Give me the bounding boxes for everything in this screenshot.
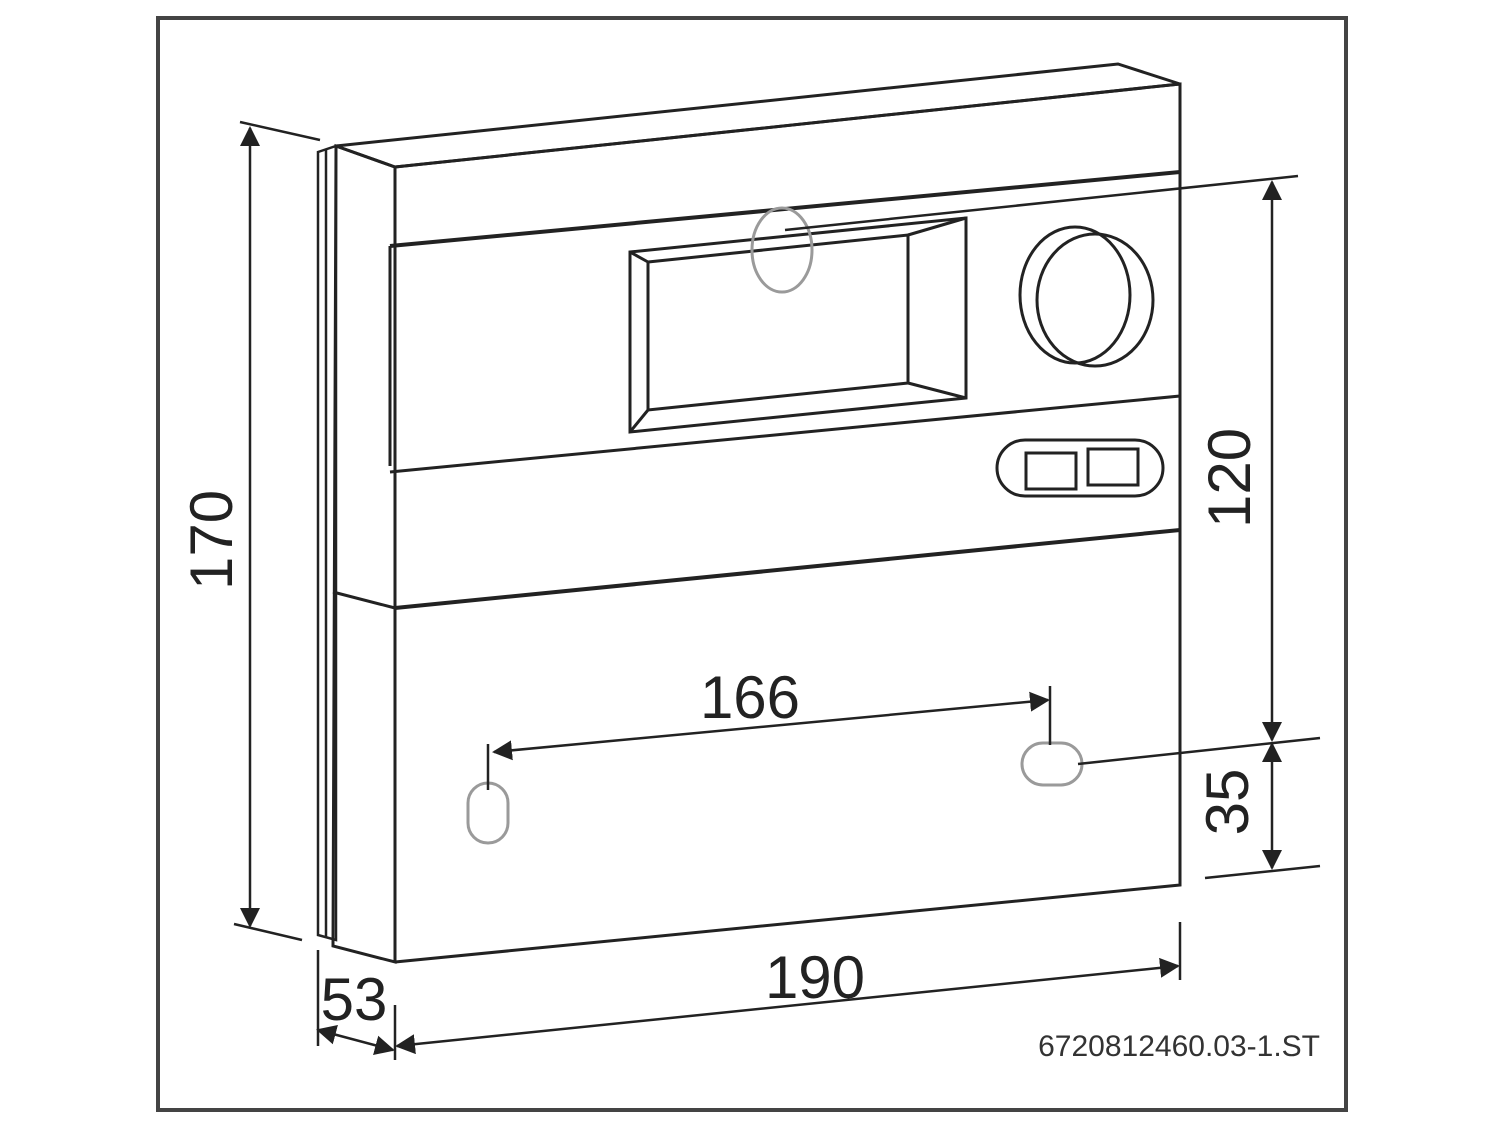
dimension-170 <box>233 120 321 942</box>
mounting-holes <box>466 206 1084 845</box>
reference-code: 6720812460.03-1.ST <box>1038 1030 1320 1063</box>
rotary-knob <box>1018 225 1155 368</box>
mounting-hole-right <box>1020 741 1084 787</box>
push-buttons <box>995 438 1165 498</box>
dimension-53 <box>316 950 395 1056</box>
controller-housing <box>331 62 1182 964</box>
dimension-label-120: 120 <box>1196 428 1263 528</box>
mounting-hole-top <box>750 206 814 294</box>
dimension-label-166: 166 <box>700 664 800 731</box>
dimension-label-53: 53 <box>321 966 388 1033</box>
dimension-label-35: 35 <box>1194 769 1261 836</box>
dimension-120 <box>784 174 1299 742</box>
display-window <box>628 216 968 434</box>
dimension-label-190: 190 <box>765 944 865 1011</box>
dimension-166 <box>486 686 1052 790</box>
dimension-190 <box>393 922 1182 1060</box>
dimension-label-170: 170 <box>178 490 245 590</box>
mounting-hole-left <box>466 781 510 845</box>
wall-plate <box>316 144 338 942</box>
outer-border <box>156 16 1348 1112</box>
dimension-35 <box>1077 736 1321 880</box>
